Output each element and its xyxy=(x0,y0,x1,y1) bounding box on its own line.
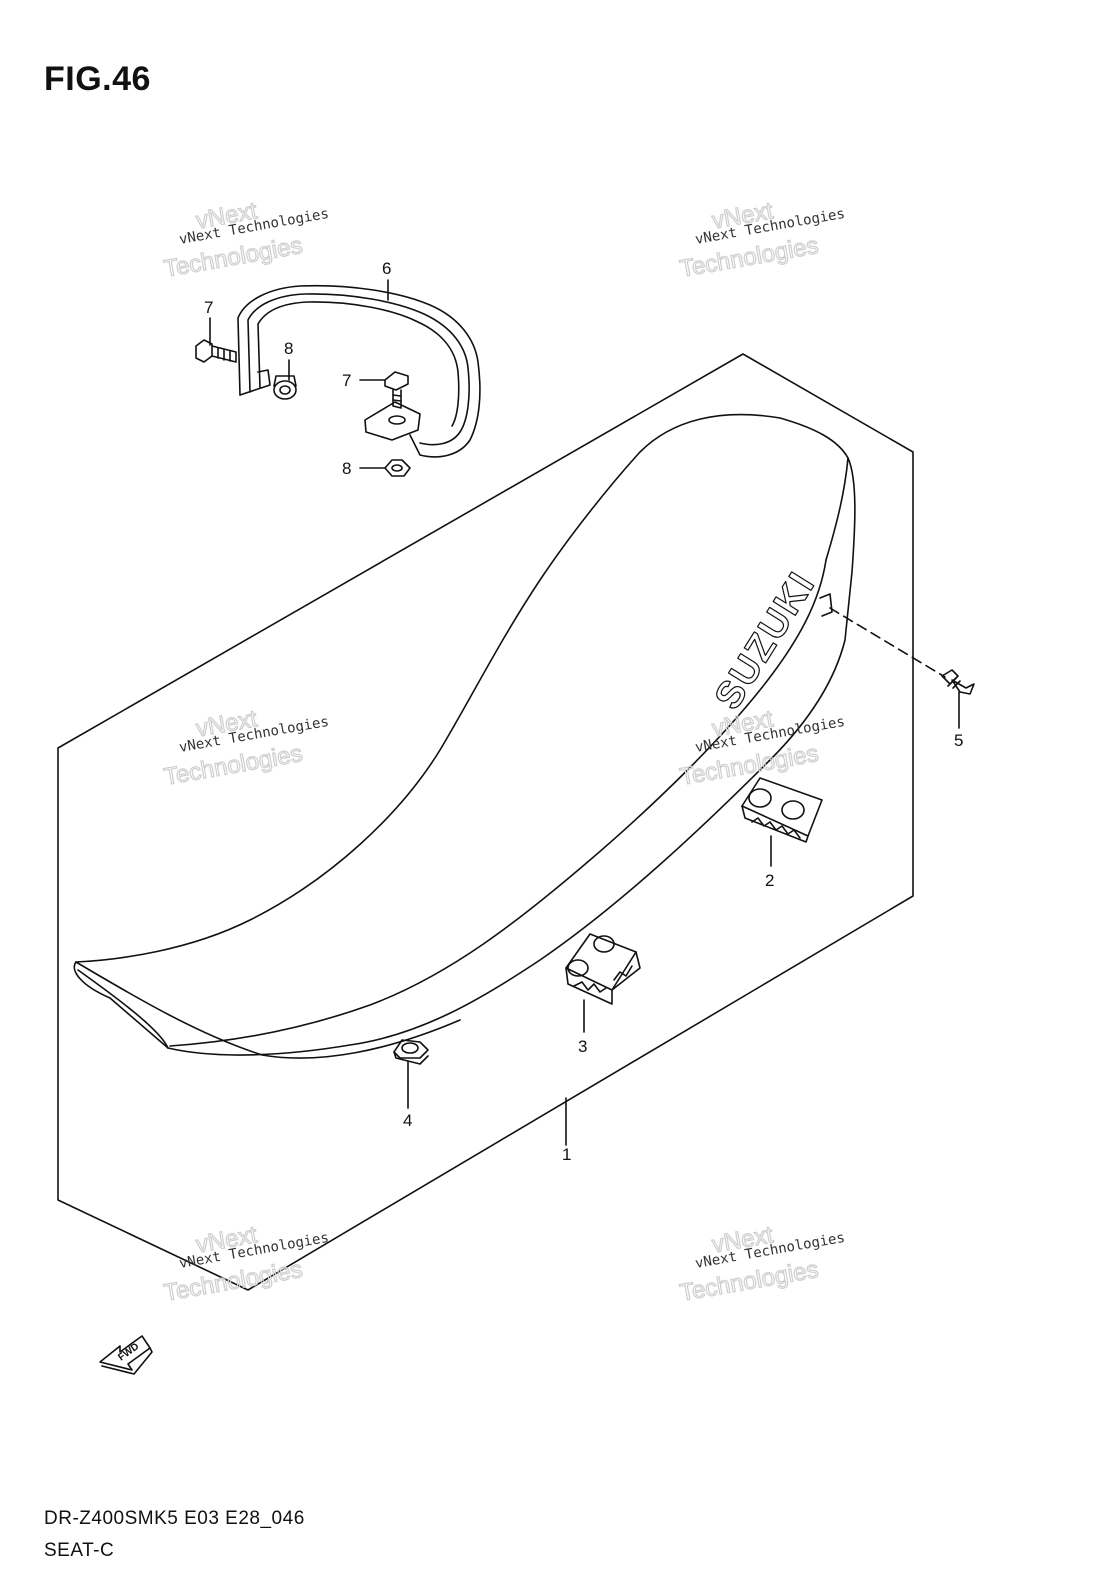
seat-logo: SUZUKI xyxy=(707,564,824,716)
screw-part-5 xyxy=(941,669,975,695)
callout-3: 3 xyxy=(578,1037,587,1056)
callout-6: 6 xyxy=(382,259,391,278)
cushion-part-2 xyxy=(741,777,823,843)
callout-8-right: 8 xyxy=(342,459,351,478)
diagram-code: DR-Z400SMK5 E03 E28_046 xyxy=(44,1508,305,1529)
watermark-4: vNext vNext Technologies Technologies xyxy=(677,705,846,792)
watermark-3: vNext vNext Technologies Technologies xyxy=(161,705,330,792)
section-name: SEAT-C xyxy=(44,1540,115,1561)
figure-title: FIG.46 xyxy=(44,60,151,98)
bolt-part-7-left xyxy=(195,339,237,363)
fwd-arrow-icon xyxy=(99,1335,153,1375)
bolt-part-7-right xyxy=(384,371,409,409)
watermark-6: vNext vNext Technologies Technologies xyxy=(677,1221,846,1308)
callout-5: 5 xyxy=(954,731,963,750)
callout-2: 2 xyxy=(765,871,774,890)
nut-part-8-right xyxy=(384,459,411,477)
cushion-part-4 xyxy=(393,1039,429,1065)
nut-part-8-left xyxy=(273,375,297,400)
callout-7-left: 7 xyxy=(204,298,213,317)
watermark-2: vNext vNext Technologies Technologies xyxy=(677,197,846,284)
seat-part-1 xyxy=(73,413,946,1059)
watermark-1: vNext vNext Technologies Technologies xyxy=(161,197,330,284)
callout-1: 1 xyxy=(562,1145,571,1164)
callout-7-right: 7 xyxy=(342,371,351,390)
assembly-frame xyxy=(57,353,914,1291)
seat-strap-part-6 xyxy=(237,284,481,458)
callout-4: 4 xyxy=(403,1111,412,1130)
leader-lines xyxy=(209,279,960,1146)
cushion-part-3 xyxy=(565,933,641,1005)
callout-8-left: 8 xyxy=(284,339,293,358)
watermark-5: vNext vNext Technologies Technologies xyxy=(161,1221,330,1308)
